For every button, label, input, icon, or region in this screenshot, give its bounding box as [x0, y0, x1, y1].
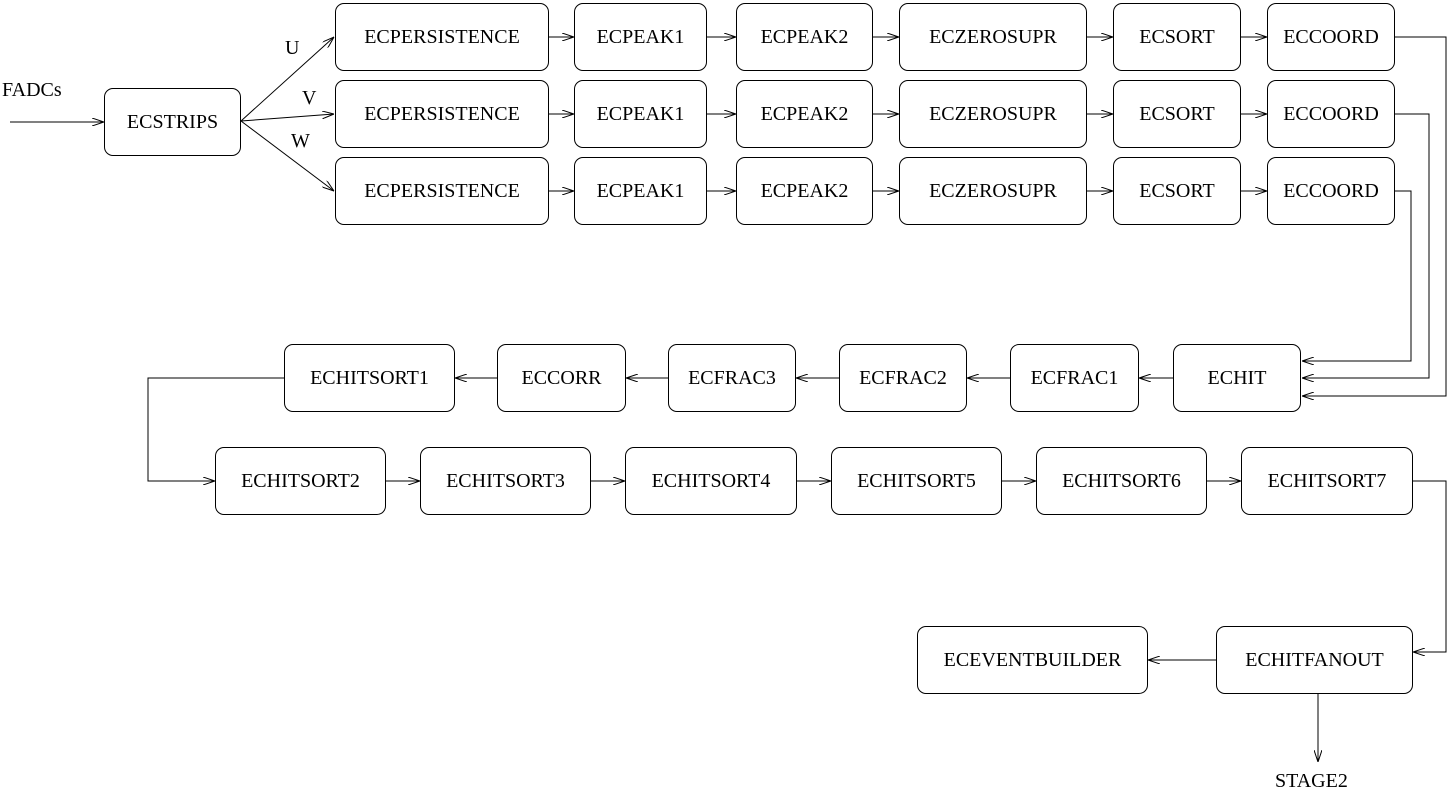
u-persistence-node: ECPERSISTENCE: [335, 3, 549, 71]
u-coord-to-hit-connector: [1302, 36, 1447, 396]
hitsort2-node: ECHITSORT2: [215, 447, 386, 515]
hitsort1-node: ECHITSORT1: [284, 344, 455, 412]
w-persistence-node: ECPERSISTENCE: [335, 157, 549, 225]
frac2-node: ECFRAC2: [839, 344, 967, 412]
hit-node: ECHIT: [1173, 344, 1301, 412]
corr-node: ECCORR: [497, 344, 626, 412]
hitsort7-node: ECHITSORT7: [1241, 447, 1413, 515]
w-zerosupr-node: ECZEROSUPR: [899, 157, 1087, 225]
strips-node: ECSTRIPS: [104, 88, 241, 156]
v-peak2-node: ECPEAK2: [736, 80, 873, 148]
u-peak1-node: ECPEAK1: [574, 3, 707, 71]
hitsort6-node: ECHITSORT6: [1036, 447, 1207, 515]
v-persistence-node: ECPERSISTENCE: [335, 80, 549, 148]
hitsort5-node: ECHITSORT5: [831, 447, 1002, 515]
output-label: STAGE2: [1275, 770, 1348, 792]
v-peak1-node: ECPEAK1: [574, 80, 707, 148]
branch-label-w: W: [291, 130, 310, 152]
w-peak1-node: ECPEAK1: [574, 157, 707, 225]
v-coord-node: ECCOORD: [1267, 80, 1395, 148]
w-branch-arrow: [240, 120, 334, 191]
w-coord-to-hit-connector: [1302, 190, 1412, 361]
u-peak2-node: ECPEAK2: [736, 3, 873, 71]
v-sort-node: ECSORT: [1113, 80, 1241, 148]
u-coord-node: ECCOORD: [1267, 3, 1395, 71]
hitsort3-node: ECHITSORT3: [420, 447, 591, 515]
fanout-node: ECHITFANOUT: [1216, 626, 1413, 694]
w-peak2-node: ECPEAK2: [736, 157, 873, 225]
u-zerosupr-node: ECZEROSUPR: [899, 3, 1087, 71]
u-sort-node: ECSORT: [1113, 3, 1241, 71]
frac1-node: ECFRAC1: [1010, 344, 1139, 412]
input-label: FADCs: [2, 79, 62, 101]
w-sort-node: ECSORT: [1113, 157, 1241, 225]
hitsort4-node: ECHITSORT4: [625, 447, 797, 515]
eventbuilder-node: ECEVENTBUILDER: [917, 626, 1148, 694]
v-coord-to-hit-connector: [1302, 113, 1430, 378]
w-coord-node: ECCOORD: [1267, 157, 1395, 225]
sort1-to-sort2-connector: [147, 377, 284, 481]
sort7-to-fanout-connector: [1413, 480, 1447, 652]
branch-label-v: V: [302, 87, 317, 109]
v-zerosupr-node: ECZEROSUPR: [899, 80, 1087, 148]
v-branch-arrow: [240, 114, 334, 122]
branch-label-u: U: [285, 37, 300, 59]
frac3-node: ECFRAC3: [668, 344, 796, 412]
u-branch-arrow: [240, 37, 334, 122]
